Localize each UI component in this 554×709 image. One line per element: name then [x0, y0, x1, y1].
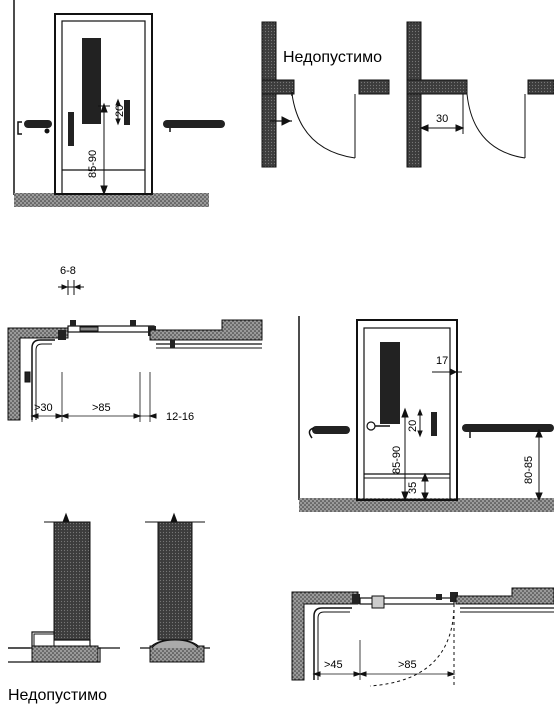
plan-handle-allowed [406, 21, 554, 168]
handle-bar-right-1 [124, 100, 130, 125]
plan-view-2 [291, 587, 554, 687]
threshold-not-allowed [8, 512, 120, 663]
handle-bar-left-1 [68, 112, 74, 146]
plan1-mid-label: >85 [92, 402, 111, 414]
door2-height-label: 85-90 [391, 446, 403, 474]
door-frame-2 [356, 319, 458, 501]
rail-left-2 [312, 426, 350, 434]
door2-17-label: 17 [436, 355, 448, 367]
rail-right-1 [163, 120, 225, 128]
not-allowed-label-bottom: Недопустимо [8, 687, 107, 704]
not-allowed-label-top: Недопустимо [283, 49, 382, 66]
threshold-allowed [140, 512, 210, 663]
plan-view-1 [7, 280, 263, 422]
rail-right-2 [462, 424, 554, 432]
plan2-mid-label: >85 [398, 659, 417, 671]
rail-left-1 [24, 120, 52, 128]
door1-height-label: 85-90 [87, 150, 99, 178]
gap-30-label: 30 [436, 113, 448, 125]
door-sign-1 [82, 38, 101, 124]
door-sign-2 [380, 342, 400, 424]
plan2-left-label: >45 [324, 659, 343, 671]
door1-handle-label: 20 [114, 105, 126, 117]
gap-6-8-label: 6-8 [60, 265, 76, 277]
handle-bar-2 [431, 412, 437, 436]
plan1-left-label: >30 [34, 402, 53, 414]
floor-1 [14, 193, 209, 207]
door-leaf-2 [363, 327, 451, 501]
rail-height-label: 80-85 [523, 456, 535, 484]
door2-bottom-label: 35 [407, 482, 419, 494]
door-leaf-section-a [53, 521, 91, 641]
door2-handle-label: 20 [407, 420, 419, 432]
door-elevation-2 [298, 316, 554, 512]
door-elevation-1 [13, 0, 225, 207]
door-leaf-section-b [157, 521, 193, 641]
plan-handle-not-allowed [261, 21, 390, 168]
floor-2 [299, 498, 554, 512]
plan1-right-label: 12-16 [166, 411, 194, 423]
